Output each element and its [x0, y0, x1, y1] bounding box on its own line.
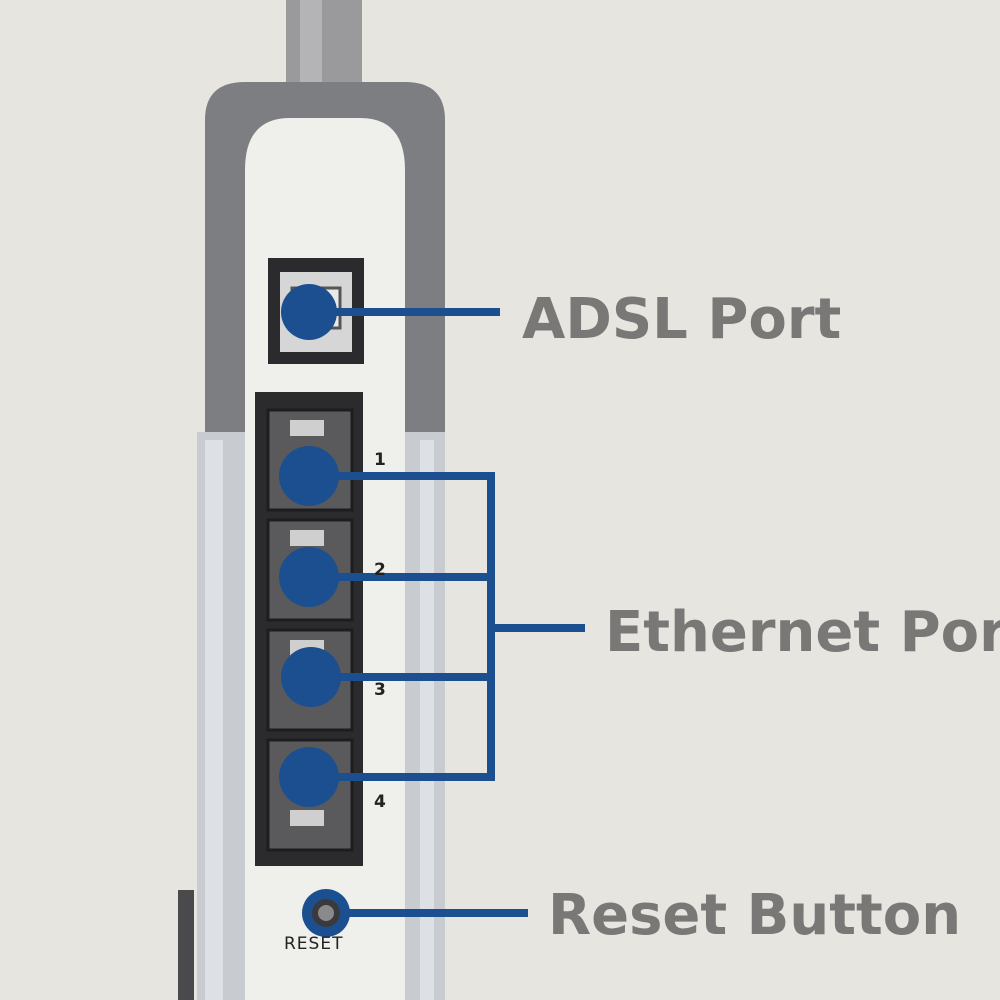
reset-engraved-text: RESET	[284, 934, 344, 954]
foot-left	[178, 890, 194, 1000]
reset-button-label: Reset Button	[548, 883, 962, 948]
ethernet-port-number-4: 4	[374, 792, 386, 812]
reset-button-inner	[318, 905, 334, 921]
ethernet-port-number-2: 2	[374, 560, 386, 580]
ethernet-port-number-3: 3	[374, 680, 386, 700]
ethernet-callout-dot-1	[279, 446, 339, 506]
adsl-port-label: ADSL Port	[522, 287, 842, 352]
ethernet-port-number-1: 1	[374, 450, 386, 470]
router-frame-light-left-shine	[205, 440, 223, 1000]
ethernet-callout-dot-2	[279, 547, 339, 607]
ethernet-contacts-2	[290, 530, 324, 546]
ethernet-callout-dot-4	[279, 747, 339, 807]
adsl-callout-dot	[281, 284, 337, 340]
ethernet-callout-dot-3	[281, 647, 341, 707]
ethernet-contacts-4	[290, 810, 324, 826]
ethernet-port-label: Ethernet Port	[605, 600, 1000, 665]
callout-dots	[279, 284, 341, 807]
ethernet-contacts-1	[290, 420, 324, 436]
